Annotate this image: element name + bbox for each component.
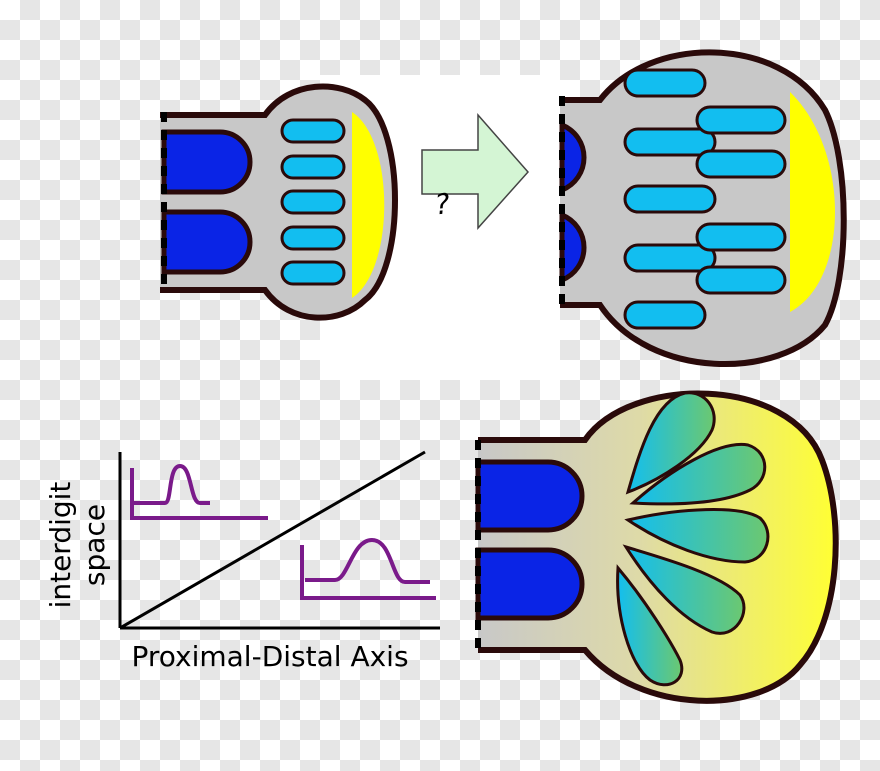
proximal-digit-top [161,129,253,195]
proximal-digit-top [559,121,587,194]
distal-zone [790,92,835,312]
x-axis-label: Proximal-Distal Axis [131,640,408,673]
question-mark: ? [433,187,451,221]
proximal-digit-bottom [161,209,253,275]
y-axis-label-line2: space [78,504,111,586]
y-axis-label-line1: interdigit [44,482,77,609]
digit-fan [616,391,770,687]
profile-curve-proximal [130,463,268,520]
condensation-row [280,118,346,286]
limb-bud-early [160,83,398,321]
limb-bud-fan [475,390,839,704]
proximal-digit-bottom [475,547,585,621]
diagonal-trend [119,450,426,630]
transition-arrow: ? [421,113,530,230]
proximal-digit-top [475,459,585,533]
limb-bud-late [559,49,847,367]
distal-zone [352,112,385,298]
condensation-array [623,68,787,330]
profile-graph: Proximal-Distal Axis interdigit space [44,450,440,673]
profile-curve-distal [300,537,436,600]
proximal-digit-bottom [559,211,587,284]
